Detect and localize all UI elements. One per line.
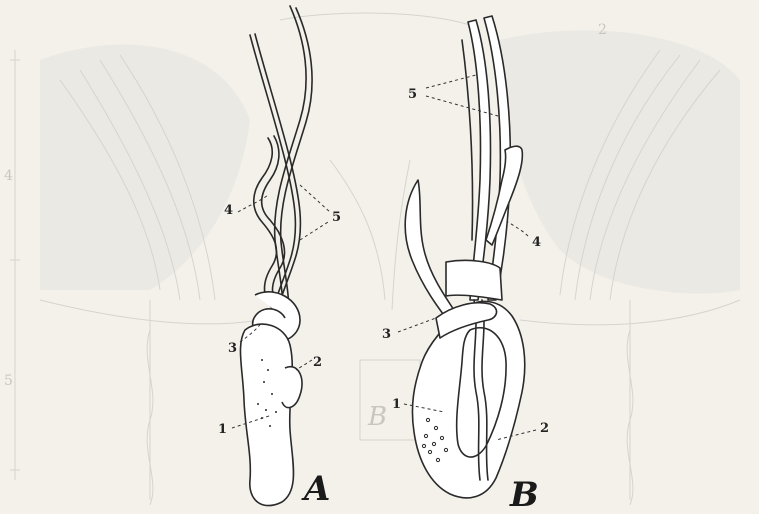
figure-a-label-4: 4 <box>224 203 233 218</box>
figure-a-drawing <box>240 6 312 506</box>
background-letter: B <box>367 402 387 432</box>
figure-a-label-1: 1 <box>218 422 227 437</box>
figure-b-label-5: 5 <box>408 87 417 102</box>
figure-b-label-2: 2 <box>540 421 549 436</box>
figure-a-letter: A <box>301 469 330 509</box>
figure-b-drawing <box>405 16 525 498</box>
figure-b-label-3: 3 <box>382 327 391 342</box>
figure-b-label-1: 1 <box>392 397 401 412</box>
background-show-through: 4 5 2 B <box>4 13 740 505</box>
figure-a-label-2: 2 <box>313 355 322 370</box>
background-ruler-label-4: 4 <box>4 168 13 184</box>
figure-a-label-3: 3 <box>228 341 237 356</box>
figure-b-label-4: 4 <box>532 235 541 250</box>
background-ruler-label-5: 5 <box>4 373 13 389</box>
background-corner-label: 2 <box>598 22 607 38</box>
figure-a-label-5: 5 <box>332 210 341 225</box>
figure-b-letter: B <box>509 475 539 514</box>
